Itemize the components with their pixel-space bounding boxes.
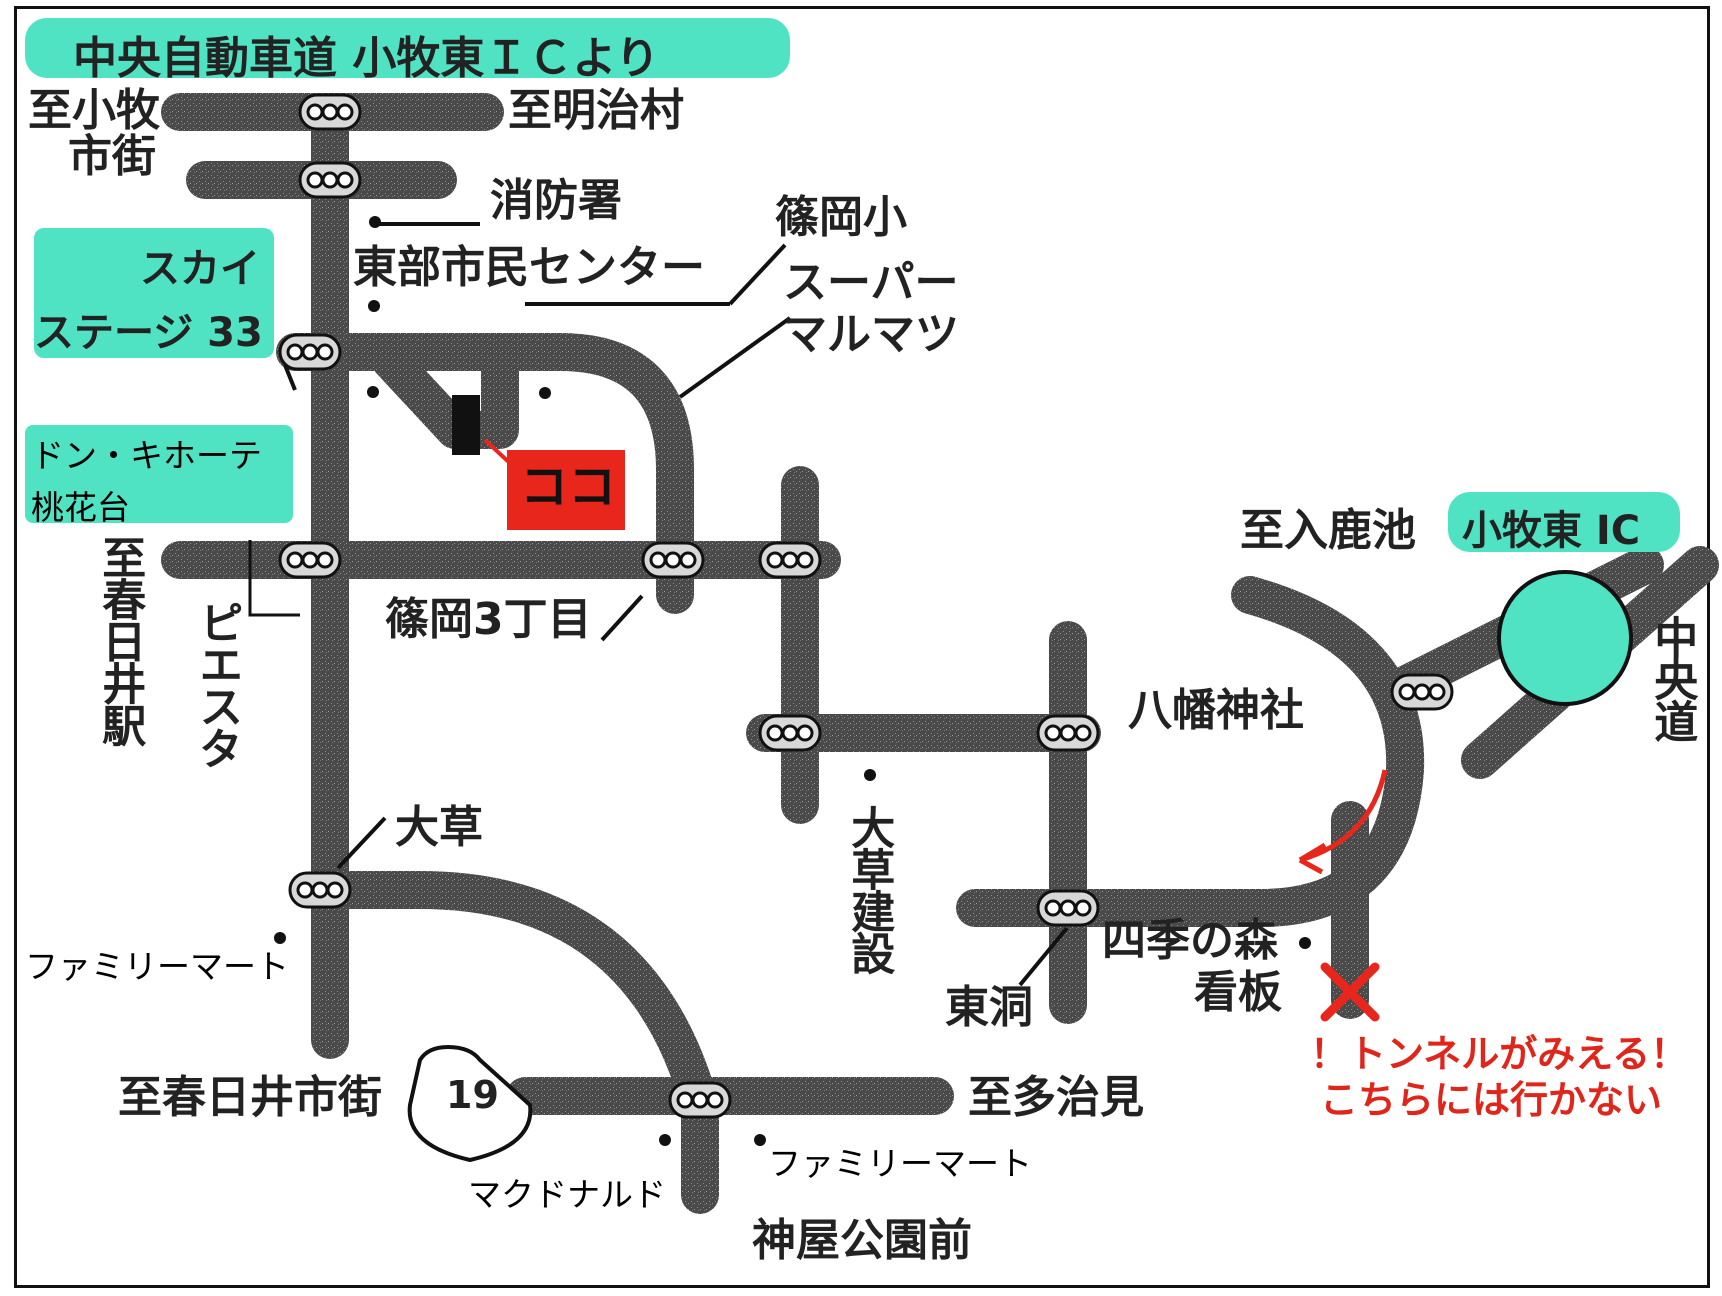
- label-mcdonalds: マクドナルド: [468, 1175, 666, 1214]
- dir-chuo-do: 中央道: [1646, 615, 1698, 741]
- label-kamiya-park: 神屋公園前: [752, 1215, 972, 1266]
- here-building: [452, 395, 480, 455]
- route-arrow: [1299, 769, 1388, 863]
- donki-line1: ドン・キホーテ: [31, 436, 262, 475]
- label-shiki: 四季の森 看板: [1102, 915, 1282, 1019]
- interchange-label: 小牧東 IC: [1448, 492, 1680, 554]
- sky-stage-line2: ステージ 33: [34, 310, 263, 356]
- interchange-circle: [1497, 570, 1633, 706]
- no-entry-x: [1320, 962, 1380, 1022]
- label-super: スーパー マルマツ: [783, 257, 959, 361]
- super-line2: マルマツ: [783, 309, 959, 361]
- label-higashibora: 東洞: [945, 982, 1033, 1033]
- landmark-dots: [274, 216, 1311, 1146]
- label-hachiman: 八幡神社: [1128, 685, 1304, 736]
- dir-komaki-city: 至小牧 市街: [28, 85, 160, 183]
- piesta-building: [248, 540, 300, 617]
- super-line1: スーパー: [783, 257, 959, 308]
- dir-kasugai-station: 至春日井駅: [94, 535, 146, 745]
- here-marker: [507, 450, 625, 530]
- sky-stage-line1: スカイ: [140, 246, 260, 292]
- label-familymart-2: ファミリーマート: [768, 1144, 1032, 1183]
- route19-number: 19: [446, 1073, 499, 1117]
- donki-line2: 桃花台: [31, 488, 130, 527]
- dir-kasugai-city: 至春日井市街: [118, 1072, 382, 1123]
- shiki-line2: 看板: [1194, 967, 1282, 1019]
- page-title: 中央自動車道 小牧東ＩＣより: [25, 18, 790, 84]
- dir-meiji-mura: 至明治村: [508, 85, 684, 136]
- label-shinooka3: 篠岡3丁目: [385, 594, 592, 645]
- warning-line2: こちらには行かない: [1320, 1077, 1663, 1122]
- dir-komaki-line2: 市街: [68, 131, 156, 183]
- label-shinooka-sho: 篠岡小: [775, 192, 907, 243]
- road-okusa-curve: [301, 871, 719, 1214]
- leader-lines: [283, 222, 1069, 987]
- shiki-line1: 四季の森: [1102, 915, 1278, 966]
- road-loop: [276, 333, 694, 614]
- warning-text: ！トンネルがみえる！ こちらには行かない: [1310, 1032, 1689, 1122]
- dir-iruka-ike: 至入鹿池: [1240, 505, 1416, 556]
- sky-stage-label: スカイ ステージ 33: [34, 228, 274, 358]
- label-piesta: ピエスタ: [191, 600, 243, 768]
- label-okusa: 大草: [395, 802, 483, 853]
- label-tobu-center: 東部市民センター: [353, 242, 705, 293]
- route19-shield: [407, 1044, 533, 1163]
- donki-label: ドン・キホーテ 桃花台: [25, 425, 293, 527]
- label-familymart-1: ファミリーマート: [25, 947, 289, 986]
- warning-line1: ！トンネルがみえる！: [1310, 1032, 1689, 1076]
- label-shobosho: 消防署: [490, 175, 622, 226]
- map-frame: [14, 6, 1710, 1288]
- road-exit-curve: [1231, 576, 1425, 927]
- label-okusa-kensetsu: 大草建設: [843, 805, 895, 973]
- dir-tajimi: 至多治見: [968, 1072, 1144, 1123]
- dir-komaki-line1: 至小牧: [28, 85, 160, 136]
- here-marker-text: ココ: [520, 459, 617, 515]
- roads: [161, 93, 1719, 1214]
